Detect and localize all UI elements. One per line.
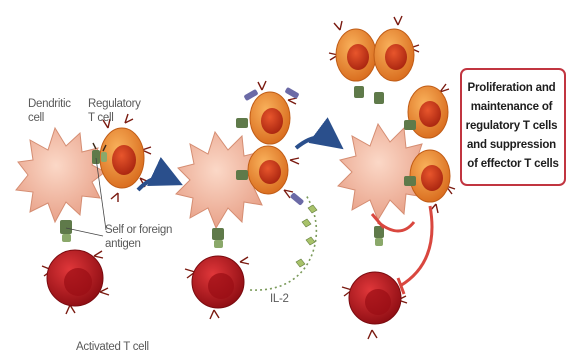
flow-arrow-2 xyxy=(296,137,334,148)
dendritic-cell-1 xyxy=(16,128,105,222)
activated-t-cell-3 xyxy=(342,272,407,339)
activated-t-cell-1 xyxy=(42,250,109,314)
panel-1-initial-contact: Dendritic cell Regulatory T cell Self or… xyxy=(16,98,175,353)
receptor-complex-1b xyxy=(60,220,72,242)
result-box: Proliferation and maintenance of regulat… xyxy=(461,69,565,185)
il2-molecules xyxy=(296,205,317,267)
il2-dotted-path xyxy=(250,195,316,290)
label-regulatory-t-cell: Regulatory T cell xyxy=(88,98,144,124)
label-dendritic-cell: Dendritic cell xyxy=(28,98,74,124)
panel-2-il2-signaling: IL-2 xyxy=(176,81,317,319)
activated-t-cell-2 xyxy=(185,256,249,319)
regulatory-t-cell-1 xyxy=(100,114,151,202)
regulatory-t-cell-3b xyxy=(374,16,419,81)
label-activated-t-cell: Activated T cell xyxy=(76,341,149,353)
label-il2: IL-2 xyxy=(270,293,289,305)
regulatory-t-cell-3d xyxy=(410,150,455,213)
receptor-complex-1a xyxy=(92,143,107,164)
label-antigen: Self or foreign antigen xyxy=(105,224,175,250)
regulatory-t-cell-3a xyxy=(329,21,376,81)
panel-3-proliferation xyxy=(329,16,455,339)
